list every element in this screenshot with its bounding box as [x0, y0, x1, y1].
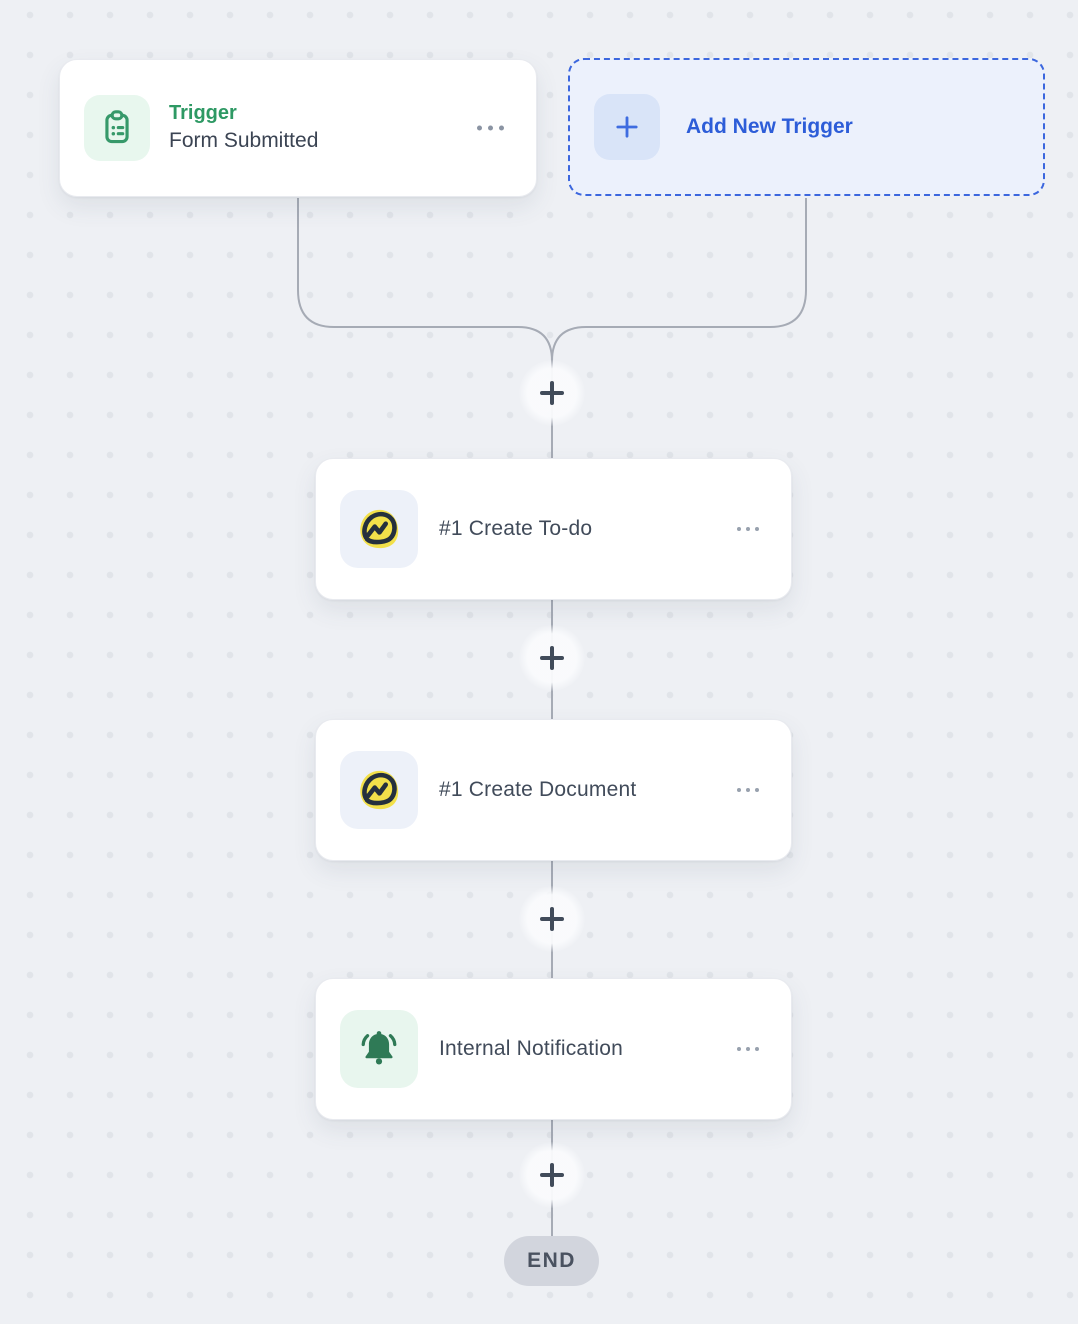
- add-new-trigger-button[interactable]: Add New Trigger: [568, 58, 1045, 196]
- ellipsis-menu-icon[interactable]: [737, 1047, 759, 1051]
- ellipsis-menu-icon[interactable]: [737, 788, 759, 792]
- plus-icon: [550, 381, 554, 405]
- step-node-internal-notification[interactable]: Internal Notification: [315, 978, 792, 1120]
- end-node: END: [504, 1236, 599, 1286]
- trigger-node-card[interactable]: Trigger Form Submitted: [59, 59, 537, 197]
- step-node-create-document[interactable]: #1 Create Document: [315, 719, 792, 861]
- insert-step-button[interactable]: [519, 1142, 585, 1208]
- trigger-name: Form Submitted: [169, 129, 319, 153]
- plus-icon: [550, 1163, 554, 1187]
- insert-step-button[interactable]: [519, 886, 585, 952]
- step-node-create-todo[interactable]: #1 Create To-do: [315, 458, 792, 600]
- ellipsis-menu-icon[interactable]: [737, 527, 759, 531]
- trigger-type-label: Trigger: [169, 102, 237, 125]
- ellipsis-menu-icon[interactable]: [477, 125, 504, 131]
- step-label: Internal Notification: [439, 1037, 623, 1060]
- insert-step-button[interactable]: [519, 360, 585, 426]
- plus-icon: [594, 94, 660, 160]
- basecamp-icon: [340, 751, 418, 829]
- bell-icon: [340, 1010, 418, 1088]
- end-label: END: [527, 1249, 576, 1272]
- step-label: #1 Create Document: [439, 778, 637, 801]
- plus-icon: [550, 907, 554, 931]
- add-new-trigger-label: Add New Trigger: [686, 115, 853, 138]
- basecamp-icon: [340, 490, 418, 568]
- plus-icon: [550, 646, 554, 670]
- step-label: #1 Create To-do: [439, 517, 593, 540]
- clipboard-icon: [84, 95, 150, 161]
- insert-step-button[interactable]: [519, 625, 585, 691]
